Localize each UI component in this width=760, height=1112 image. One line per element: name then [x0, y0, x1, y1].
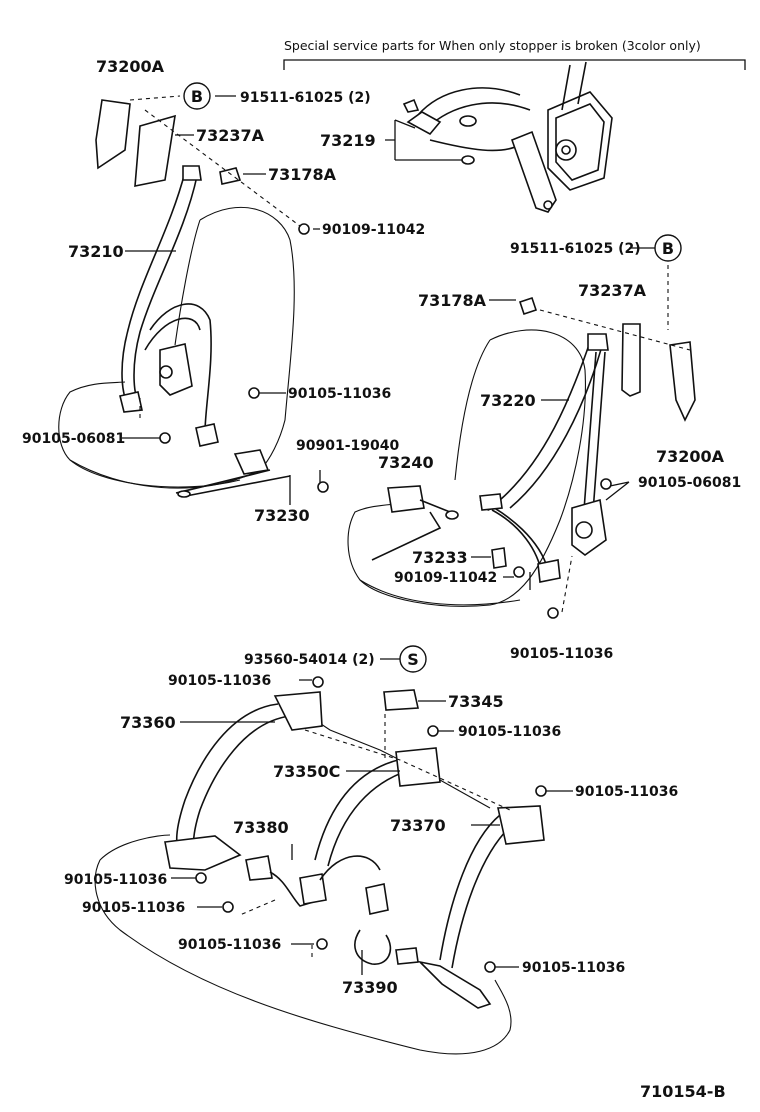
part-label-73210: 73210	[68, 242, 124, 261]
part-label-90105-06081-right: 90105-06081	[638, 475, 741, 491]
part-label-90105-11036-h: 90105-11036	[178, 937, 281, 953]
right-belt-assembly	[371, 296, 696, 583]
ref-symbol-b-right: B	[654, 234, 682, 262]
part-label-73350c: 73350C	[273, 762, 340, 781]
part-label-73200a-right: 73200A	[656, 447, 725, 466]
stopper-detail-illustration	[385, 61, 613, 213]
part-label-73219: 73219	[320, 131, 376, 150]
part-label-73390: 73390	[342, 978, 398, 997]
part-label-90105-11036-f: 90105-11036	[64, 872, 167, 888]
part-label-73237a-right: 73237A	[578, 281, 647, 300]
part-labels: 73200A 91511-61025 (2) 73237A 73178A 901…	[22, 57, 741, 997]
part-label-73178a-right: 73178A	[418, 291, 487, 310]
ref-symbol-b-top-text: B	[191, 87, 203, 106]
part-label-91511-right: 91511-61025 (2)	[510, 241, 641, 257]
right-seat-outline	[347, 329, 586, 607]
part-label-90105-06081-left: 90105-06081	[22, 431, 125, 447]
part-label-73200a-top: 73200A	[96, 57, 165, 76]
part-label-90105-11036-a: 90105-11036	[288, 386, 391, 402]
part-label-90109-right: 90109-11042	[394, 570, 497, 586]
part-label-90109-top: 90109-11042	[322, 222, 425, 238]
ref-symbol-s-text: S	[407, 650, 419, 669]
part-label-90901: 90901-19040	[296, 438, 399, 454]
right-leaders	[471, 247, 691, 619]
part-label-73345: 73345	[448, 692, 504, 711]
part-label-93560: 93560-54014 (2)	[244, 652, 375, 668]
part-label-90105-11036-d: 90105-11036	[458, 724, 561, 740]
part-label-90105-11036-i: 90105-11036	[522, 960, 625, 976]
special-service-note: Special service parts for When only stop…	[283, 38, 746, 70]
special-service-note-text: Special service parts for When only stop…	[284, 38, 701, 53]
part-label-73178a-top: 73178A	[268, 165, 337, 184]
part-label-73233: 73233	[412, 548, 468, 567]
part-label-73240: 73240	[378, 453, 434, 472]
part-label-73370: 73370	[390, 816, 446, 835]
rear-belt-assembly	[164, 689, 545, 1009]
rear-leaders	[171, 658, 573, 975]
part-label-90105-11036-b: 90105-11036	[510, 646, 613, 662]
part-label-73230: 73230	[254, 506, 310, 525]
part-label-91511-top: 91511-61025 (2)	[240, 90, 371, 106]
left-belt-assembly	[95, 99, 291, 498]
part-label-73360: 73360	[120, 713, 176, 732]
part-label-73220: 73220	[480, 391, 536, 410]
drawing-number: 710154-B	[640, 1082, 726, 1101]
ref-symbol-s: S	[399, 645, 427, 673]
part-label-90105-11036-c: 90105-11036	[168, 673, 271, 689]
part-label-73380: 73380	[233, 818, 289, 837]
ref-symbol-b-top: B	[183, 82, 211, 110]
part-label-90105-11036-g: 90105-11036	[82, 900, 185, 916]
ref-symbol-b-right-text: B	[662, 239, 674, 258]
part-label-90105-11036-e: 90105-11036	[575, 784, 678, 800]
part-label-73237a-top: 73237A	[196, 126, 265, 145]
left-leaders	[122, 95, 329, 505]
